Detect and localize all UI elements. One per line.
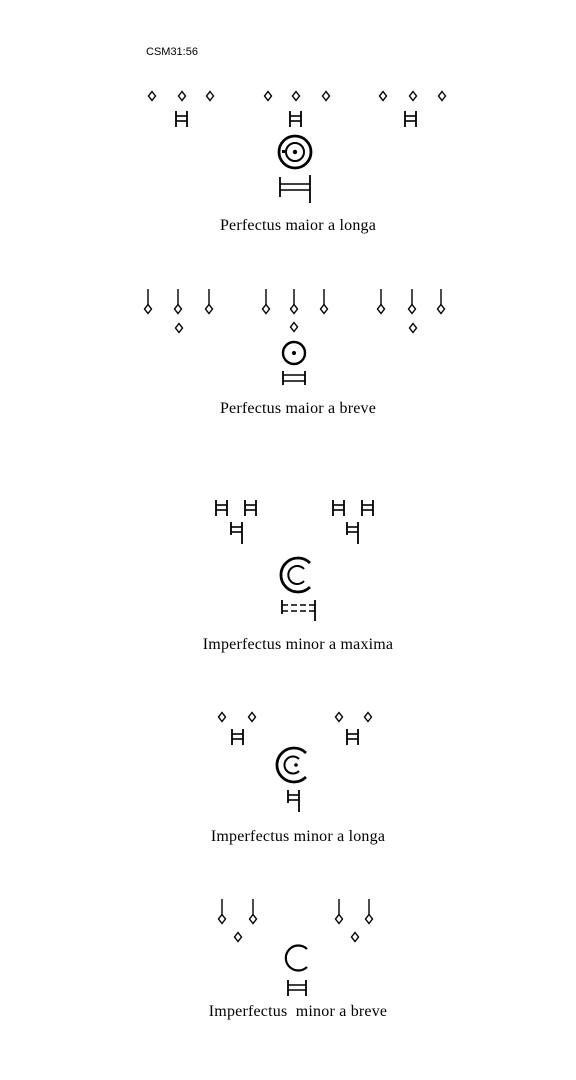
caption-perfectus-maior-a-longa: Perfectus maior a longa xyxy=(219,217,377,234)
minima-note xyxy=(364,898,374,925)
semibreve-note xyxy=(289,321,299,333)
breve-note xyxy=(231,728,244,746)
semibreve-note xyxy=(350,931,360,943)
caption-imperfectus-minor-a-longa: Imperfectus minor a longa xyxy=(210,828,386,845)
breve-note xyxy=(404,110,417,128)
longa-note xyxy=(346,521,359,545)
minima-note xyxy=(376,288,386,315)
example-5-notation xyxy=(217,898,374,996)
semibreve-note xyxy=(177,90,187,102)
mensuration-sign-semicircle-dot-double xyxy=(275,746,307,784)
breve-note xyxy=(244,499,257,517)
breve-note xyxy=(361,499,374,517)
breve-note xyxy=(346,728,359,746)
minima-note xyxy=(407,288,417,315)
breve-note xyxy=(332,499,345,517)
semibreve-note xyxy=(321,90,331,102)
breve-note xyxy=(215,499,228,517)
semibreve-note xyxy=(205,90,215,102)
semibreve-note xyxy=(247,711,257,723)
example-2-notation xyxy=(143,288,446,385)
example-1-notation xyxy=(147,90,447,204)
minima-note xyxy=(204,288,214,315)
semibreve-note xyxy=(363,711,373,723)
minima-note xyxy=(173,288,183,315)
semibreve-note xyxy=(217,711,227,723)
mensuration-sign-circle-dot xyxy=(281,340,307,366)
mensuration-sign-semicircle xyxy=(284,944,308,972)
minima-note xyxy=(436,288,446,315)
semibreve-note xyxy=(408,90,418,102)
minima-note xyxy=(319,288,329,315)
maxima-note xyxy=(281,599,316,622)
semibreve-note xyxy=(147,90,157,102)
breve-note xyxy=(289,110,302,128)
breve-note xyxy=(287,980,307,996)
page-reference: CSM31:56 xyxy=(146,46,198,58)
minima-note xyxy=(334,898,344,925)
caption-imperfectus-minor-a-breve: Imperfectus minor a breve xyxy=(208,1003,388,1020)
mensuration-sign-semicircle-dot-double xyxy=(279,556,311,594)
semibreve-note xyxy=(233,931,243,943)
semibreve-note xyxy=(174,322,184,334)
minima-note xyxy=(289,288,299,315)
mensuration-sign-circle-dot-double xyxy=(277,134,313,170)
longa-note xyxy=(230,521,243,545)
minima-note xyxy=(248,898,258,925)
minima-note xyxy=(143,288,153,315)
caption-imperfectus-minor-a-maxima: Imperfectus minor a maxima xyxy=(202,636,394,653)
maxima-note xyxy=(279,174,311,204)
longa-note xyxy=(287,789,300,813)
caption-perfectus-maior-a-breve: Perfectus maior a breve xyxy=(219,400,377,417)
breve-note xyxy=(175,110,188,128)
example-3-notation xyxy=(215,499,374,622)
semibreve-note xyxy=(263,90,273,102)
semibreve-note xyxy=(291,90,301,102)
semibreve-note xyxy=(378,90,388,102)
semibreve-note xyxy=(408,322,418,334)
semibreve-note xyxy=(437,90,447,102)
breve-note xyxy=(282,371,306,385)
semibreve-note xyxy=(334,711,344,723)
minima-note xyxy=(217,898,227,925)
minima-note xyxy=(261,288,271,315)
example-4-notation xyxy=(217,711,373,813)
